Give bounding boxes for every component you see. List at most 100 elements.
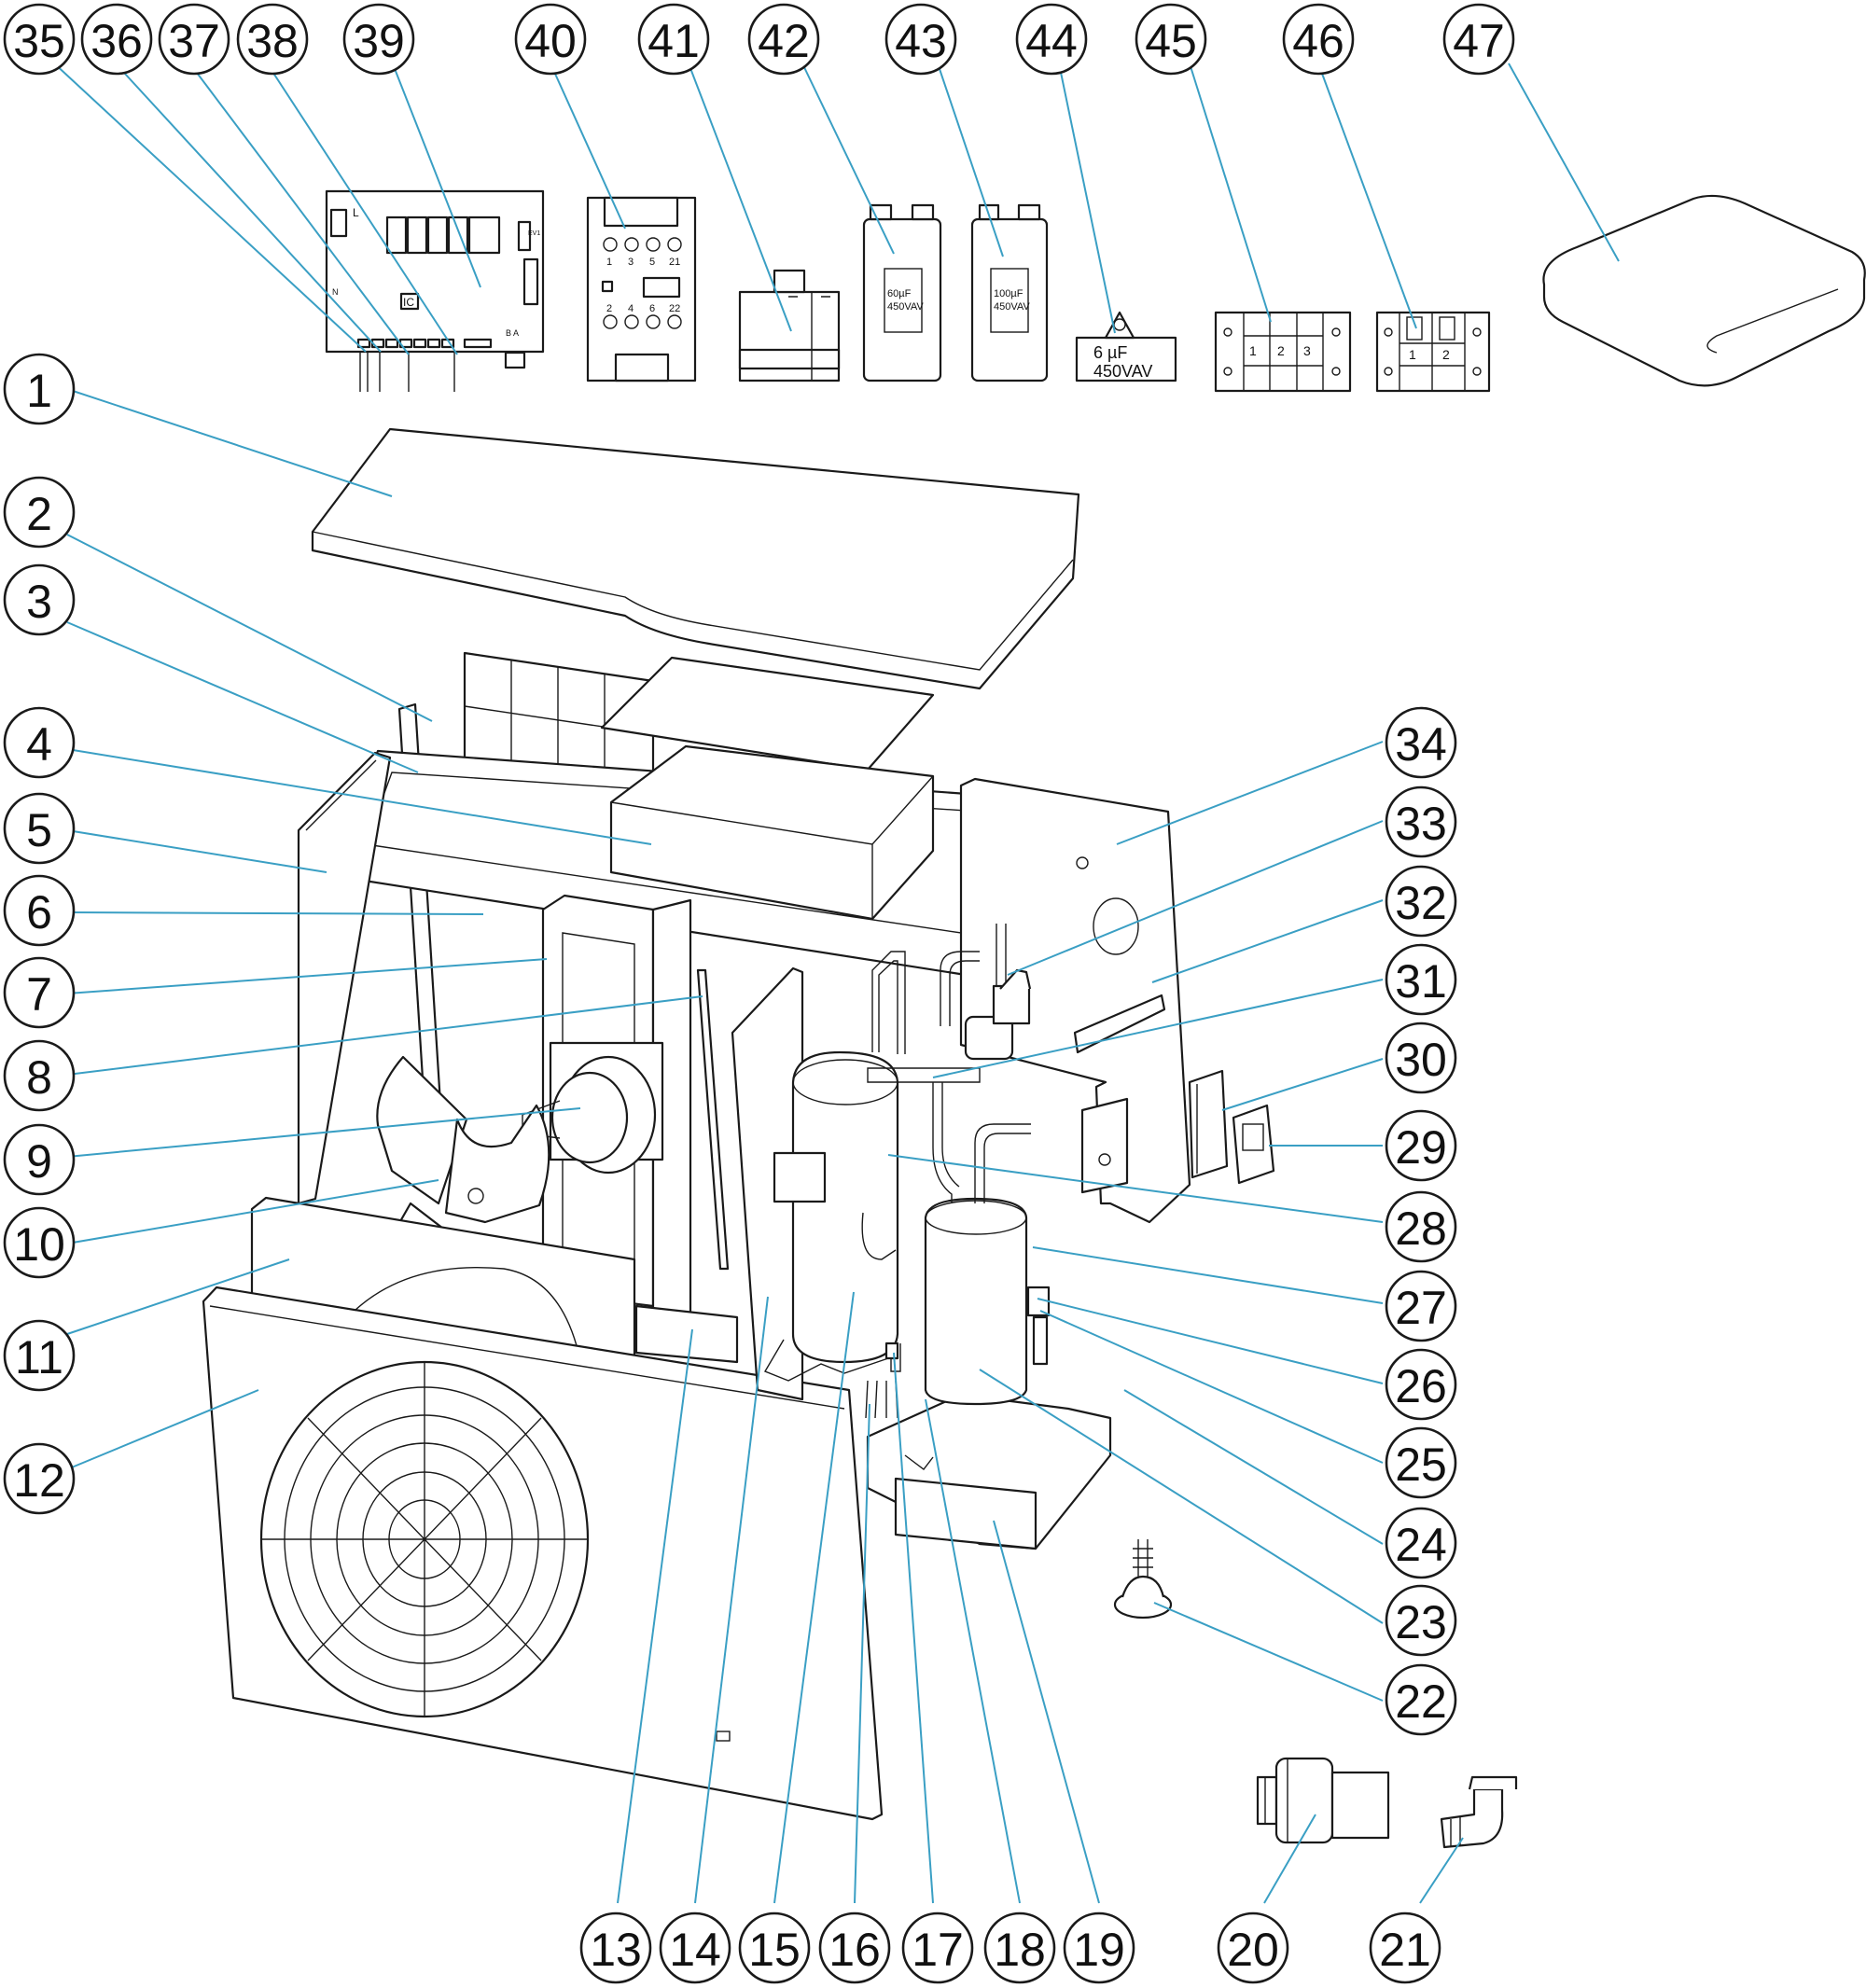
svg-text:3: 3 [26, 576, 52, 628]
svg-text:14: 14 [669, 1924, 721, 1976]
capacitor-6uf: 6 µF 450VAV [1075, 311, 1177, 382]
svg-text:28: 28 [1395, 1203, 1447, 1255]
callout-33: 33 [1385, 785, 1457, 858]
svg-text:44: 44 [1025, 15, 1078, 67]
callout-23: 23 [1385, 1584, 1457, 1657]
svg-text:15: 15 [748, 1924, 801, 1976]
terminal45-2: 2 [1277, 343, 1285, 358]
terminal-block-2: 1 2 [1375, 311, 1491, 393]
right-side-panel [959, 777, 1191, 1224]
callout-8: 8 [3, 1039, 76, 1112]
callout-47: 47 [1442, 3, 1515, 76]
contactor-top-1: 1 [606, 257, 612, 268]
display-holder [1188, 1069, 1229, 1179]
svg-text:40: 40 [524, 15, 577, 67]
svg-text:47: 47 [1453, 15, 1505, 67]
svg-text:1: 1 [26, 365, 52, 417]
callout-45: 45 [1135, 3, 1207, 76]
svg-text:32: 32 [1395, 877, 1447, 929]
callout-31: 31 [1385, 943, 1457, 1016]
callout-11: 11 [3, 1319, 76, 1392]
callout-26: 26 [1385, 1348, 1457, 1421]
callout-36: 36 [80, 3, 153, 76]
callout-25: 25 [1385, 1426, 1457, 1499]
callouts: 35 36 37 38 39 40 41 42 43 44 45 46 47 1… [3, 3, 1515, 1984]
svg-text:37: 37 [168, 15, 220, 67]
cap44-value: 6 µF [1093, 343, 1127, 362]
callout-29: 29 [1385, 1109, 1457, 1182]
callout-9: 9 [3, 1123, 76, 1196]
svg-text:36: 36 [91, 15, 143, 67]
callout-34: 34 [1385, 706, 1457, 779]
callout-19: 19 [1063, 1912, 1135, 1984]
svg-text:46: 46 [1292, 15, 1344, 67]
svg-text:23: 23 [1395, 1596, 1447, 1648]
water-union [1256, 1757, 1390, 1844]
rubber-foot [1113, 1539, 1173, 1620]
cap44-voltage: 450VAV [1093, 362, 1152, 381]
callout-21: 21 [1369, 1912, 1441, 1984]
svg-text:16: 16 [829, 1924, 881, 1976]
callout-44: 44 [1015, 3, 1088, 76]
support-rod [696, 968, 730, 1271]
cap43-value: 100µF [994, 288, 1024, 299]
fan-motor [522, 1041, 664, 1175]
compressor-partition [634, 966, 804, 1401]
svg-text:22: 22 [1395, 1675, 1447, 1728]
svg-text:6: 6 [26, 886, 52, 938]
callout-15: 15 [738, 1912, 811, 1984]
callout-40: 40 [514, 3, 587, 76]
svg-text:42: 42 [758, 15, 810, 67]
callout-18: 18 [983, 1912, 1056, 1984]
svg-text:35: 35 [13, 15, 65, 67]
svg-text:33: 33 [1395, 798, 1447, 850]
pcb-ev-label: EV1 [528, 230, 540, 237]
svg-text:43: 43 [895, 15, 947, 67]
callout-41: 41 [637, 3, 710, 76]
svg-text:9: 9 [26, 1135, 52, 1188]
callout-3: 3 [3, 563, 76, 636]
control-board: IC L N B A EV1 [325, 189, 545, 392]
callout-10: 10 [3, 1206, 76, 1279]
svg-text:31: 31 [1395, 955, 1447, 1008]
drain-elbow [1440, 1775, 1518, 1849]
svg-text:2: 2 [26, 488, 52, 540]
callout-4: 4 [3, 706, 76, 779]
terminal-block-3: 1 2 3 [1214, 311, 1352, 393]
contactor-bottom-4: 4 [628, 303, 634, 314]
svg-text:12: 12 [13, 1454, 65, 1507]
cap43-voltage: 450VAV [994, 301, 1030, 313]
electrical-box-cover [600, 656, 935, 772]
svg-text:18: 18 [994, 1924, 1046, 1976]
refrigerant-piping [861, 924, 1032, 1419]
svg-text:26: 26 [1395, 1360, 1447, 1412]
callout-27: 27 [1385, 1270, 1457, 1342]
callout-17: 17 [901, 1912, 974, 1984]
callout-14: 14 [659, 1912, 731, 1984]
contactor-bottom-6: 6 [649, 303, 655, 314]
svg-text:39: 39 [353, 15, 405, 67]
electrical-box [609, 744, 935, 921]
pcb-ic-label: IC [403, 296, 414, 309]
contactor-top-3: 3 [628, 257, 634, 268]
svg-text:38: 38 [246, 15, 299, 67]
callout-2: 2 [3, 476, 76, 549]
svg-text:17: 17 [912, 1924, 964, 1976]
callout-5: 5 [3, 792, 76, 865]
callout-32: 32 [1385, 865, 1457, 938]
capacitor-100uf: 100µF 450VAV [970, 203, 1049, 382]
svg-text:11: 11 [15, 1331, 63, 1383]
callout-13: 13 [579, 1912, 652, 1984]
top-cover [311, 427, 1080, 690]
callout-43: 43 [884, 3, 957, 76]
callout-1: 1 [3, 353, 76, 425]
svg-text:20: 20 [1227, 1924, 1279, 1976]
transformer [738, 269, 841, 382]
svg-text:24: 24 [1395, 1519, 1447, 1571]
callout-42: 42 [747, 3, 820, 76]
svg-text:41: 41 [648, 15, 700, 67]
callout-35: 35 [3, 3, 76, 76]
callout-20: 20 [1217, 1912, 1289, 1984]
controller-display [1232, 1104, 1275, 1185]
